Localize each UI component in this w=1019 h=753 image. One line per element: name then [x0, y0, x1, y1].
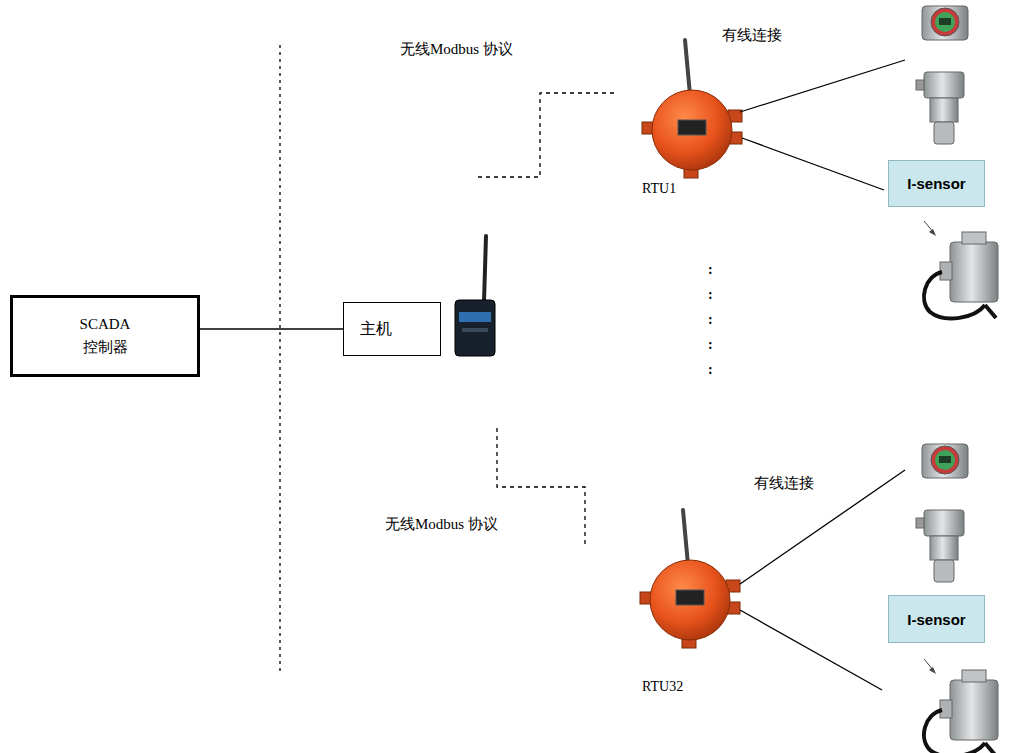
controller-box: SCADA 控制器 — [10, 295, 200, 377]
rtu-node: RTU1 — [636, 45, 748, 205]
continuation-dots: : — [706, 287, 715, 303]
node-text: SCADA 控制器 — [73, 313, 137, 360]
continuation-dots: : — [706, 362, 715, 378]
continuation-dots: : — [706, 262, 715, 278]
wired-link — [740, 60, 905, 112]
node-text: 主机 — [360, 319, 392, 340]
node-text: RTU1 — [642, 181, 676, 197]
wireless-label: 无线Modbus 协议 — [383, 515, 500, 534]
sensor-box: I-sensor — [888, 160, 985, 207]
radio-module — [455, 236, 495, 356]
node-text: I-sensor — [907, 611, 965, 628]
node-text: I-sensor — [907, 175, 965, 192]
sensor-box: I-sensor — [888, 595, 985, 643]
wireless-link — [497, 428, 585, 545]
wired-label: 有线连接 — [720, 26, 784, 45]
wireless-label: 无线Modbus 协议 — [398, 40, 515, 59]
node-text: RTU32 — [642, 679, 683, 695]
connector-line — [200, 328, 343, 329]
wired-link — [740, 470, 905, 584]
wired-label: 有线连接 — [752, 474, 816, 493]
host-box: 主机 — [343, 302, 441, 356]
rtu-device — [640, 510, 740, 648]
rtu-device — [642, 40, 742, 178]
wired-link — [740, 610, 882, 690]
wireless-link — [478, 93, 615, 177]
divider-line — [279, 45, 280, 675]
continuation-dots: : — [706, 337, 715, 353]
rtu-node: RTU32 — [636, 515, 748, 700]
wired-link — [742, 138, 884, 190]
continuation-dots: : — [706, 312, 715, 328]
